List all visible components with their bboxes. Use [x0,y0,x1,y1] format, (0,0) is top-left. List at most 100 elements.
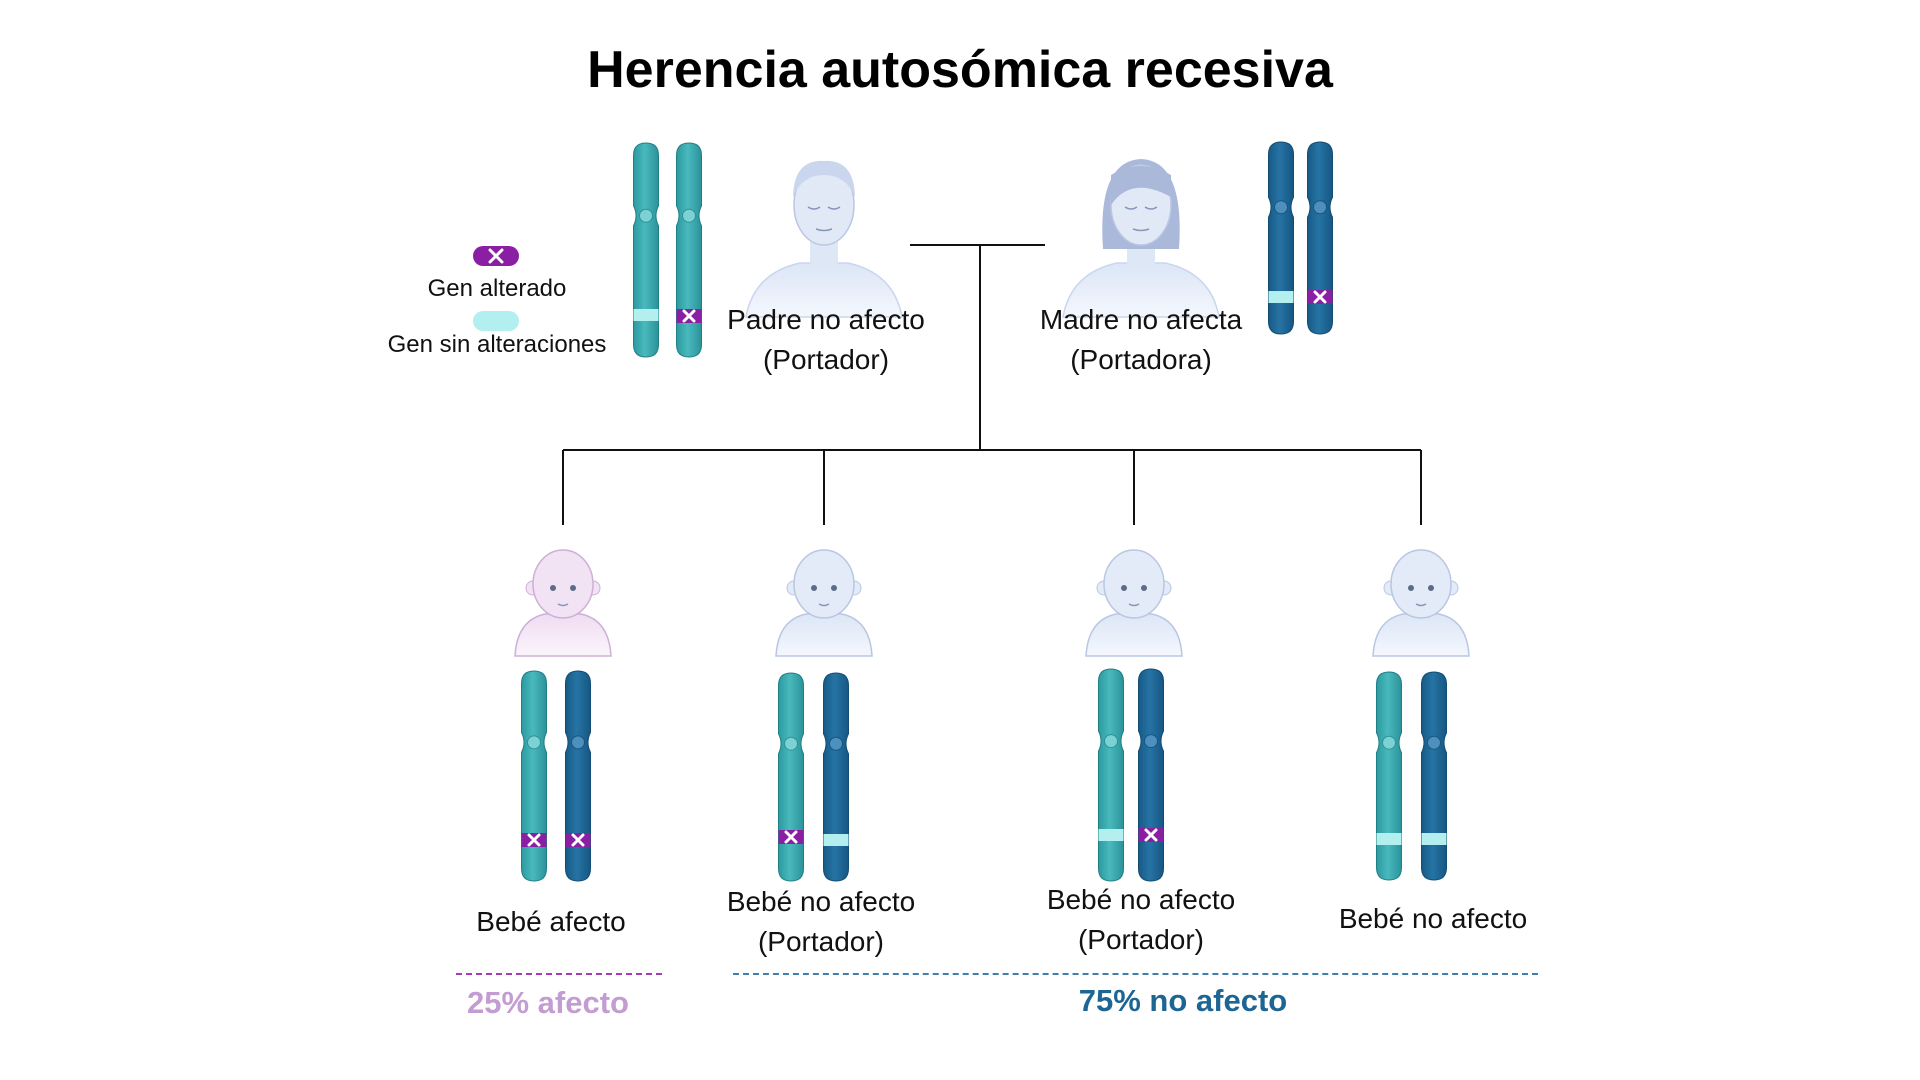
child-4-chromosome-2 [1421,671,1447,881]
child-4-label-line1: Bebé no afecto [1338,903,1528,934]
father-label-line1: Padre no afecto [727,304,925,335]
baby-body [514,613,612,657]
child-3-chromosome-1 [1098,668,1124,882]
altered-gene-x-icon [682,309,696,323]
person-group [514,159,1470,657]
legend-normal-swatch [473,311,519,331]
child-2-chromosome-1 [778,672,804,882]
child-4-chromosome-1 [1376,671,1402,881]
child-2-figure [775,549,873,657]
closed-eyes [1124,206,1158,210]
mother-label-line2: (Portadora) [1070,344,1212,375]
father-label-line2: (Portador) [762,344,890,375]
child-3-figure [1085,549,1183,657]
chromosome-body [565,670,591,882]
baby-face [793,549,855,619]
eye [1428,585,1434,591]
father-chromosome-2 [676,142,702,358]
altered-gene-x-icon [527,833,541,847]
chromosome-body [633,142,659,358]
centromere [1104,734,1118,749]
centromere [527,735,541,750]
baby-face [532,549,594,619]
shoulders [745,262,903,318]
eye [1121,585,1127,591]
page-title: Herencia autosómica recesiva [587,41,1333,99]
normal-gene-band [1098,829,1124,841]
eye [811,585,817,591]
eye [831,585,837,591]
altered-gene-x-icon [784,830,798,844]
mother-label-line1: Madre no afecta [1039,304,1243,335]
legend-altered-x-icon [488,248,504,264]
child-3-label: Bebé no afecto (Portador) [1047,880,1235,960]
centromere [1382,735,1396,750]
father-figure [745,160,903,318]
eye [550,585,556,591]
eye [570,585,576,591]
child-3-label-line2: (Portador) [1077,924,1205,955]
centromere [784,736,798,751]
hair [793,160,855,197]
centromere [1274,200,1288,215]
child-1-chromosome-1 [521,670,547,882]
normal-gene-band [1421,833,1447,845]
fringe [1111,166,1171,205]
mother-chromosome-1 [1268,141,1294,335]
chromosome-body [1421,671,1447,881]
legend-normal-label: Gen sin alteraciones [387,331,607,358]
child-3-chromosome-2 [1138,668,1164,882]
centromere [1313,200,1327,215]
affected-percentage: 25% afecto [467,985,629,1020]
shoulders [1062,262,1220,318]
mouth [557,603,569,607]
child-1-label: Bebé afecto [476,902,625,942]
child-2-label-line1: Bebé no afecto [726,886,916,917]
baby-body [1372,613,1470,657]
child-4-label: Bebé no afecto [1339,899,1527,939]
eye [1408,585,1414,591]
baby-body [1085,613,1183,657]
child-1-chromosome-2 [565,670,591,882]
unaffected-percentage: 75% no afecto [1078,983,1288,1018]
normal-gene-band [1268,291,1294,303]
mouth [818,603,830,607]
mouth [1132,228,1150,232]
closed-eyes [807,206,841,210]
centromere [1144,734,1158,749]
baby-face [1390,549,1452,619]
altered-gene-x-icon [1144,828,1158,842]
child-1-label-line1: Bebé afecto [476,906,626,937]
father-chromosome-1 [633,142,659,358]
mother-chromosome-2 [1307,141,1333,335]
centromere [829,736,843,751]
child-2-label: Bebé no afecto (Portador) [727,882,915,962]
normal-gene-band [823,834,849,846]
chromosome-body [1098,668,1124,882]
child-3-label-line1: Bebé no afecto [1046,884,1236,915]
mouth [1128,603,1140,607]
child-1-figure [514,549,612,657]
chromosome-body [676,142,702,358]
chromosome-group [473,141,1447,882]
centromere [682,208,696,223]
baby-face [1103,549,1165,619]
mother-label: Madre no afecta (Portadora) [1040,300,1242,380]
child-2-chromosome-2 [823,672,849,882]
chromosome-body [1307,141,1333,335]
centromere [1427,735,1441,750]
chromosome-body [1376,671,1402,881]
unaffected-divider [733,973,1538,975]
chromosome-body [778,672,804,882]
chromosome-body [823,672,849,882]
altered-gene-x-icon [1313,290,1327,304]
mouth [1415,603,1427,607]
affected-divider [456,973,662,975]
eye [1141,585,1147,591]
child-2-label-line2: (Portador) [757,926,885,957]
legend-altered-label: Gen alterado [427,275,567,302]
altered-gene-x-icon [571,833,585,847]
mouth [815,228,833,232]
